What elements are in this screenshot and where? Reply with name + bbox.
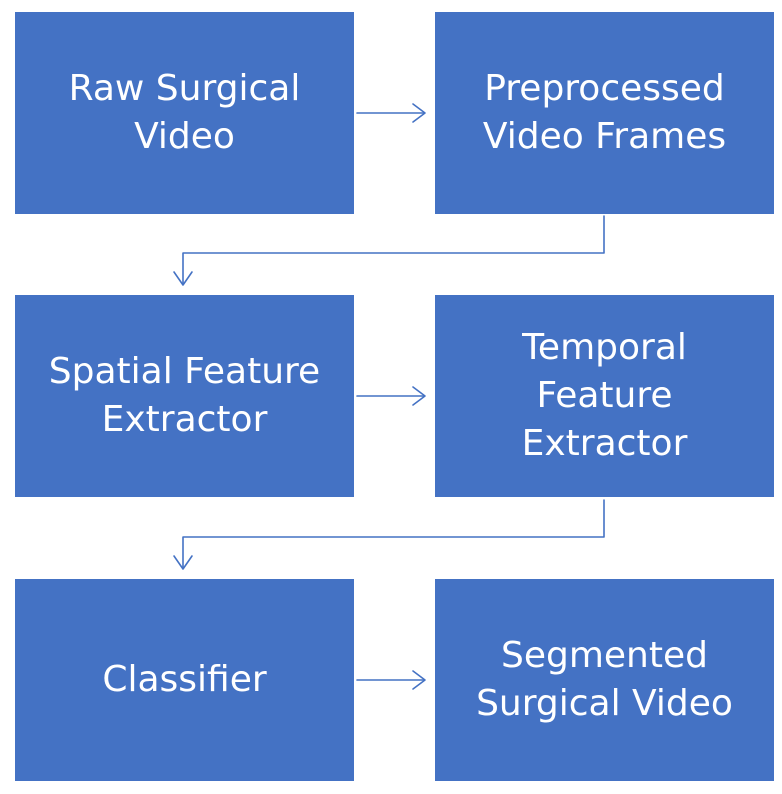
arrow-raw-to-preprocessed: [356, 103, 426, 123]
node-label: Spatial Feature Extractor: [48, 351, 321, 440]
arrow-classifier-to-segmented: [356, 670, 426, 690]
node-classifier: Classifier: [15, 579, 354, 781]
node-label: Segmented Surgical Video: [476, 635, 733, 724]
node-segmented-surgical-video: Segmented Surgical Video: [435, 579, 774, 781]
node-label: Classifier: [102, 659, 267, 700]
node-spatial-feature-extractor: Spatial Feature Extractor: [15, 295, 354, 497]
arrow-preprocessed-to-spatial: [173, 215, 605, 286]
node-label: Raw Surgical Video: [68, 68, 301, 157]
node-label: Preprocessed Video Frames: [482, 68, 727, 157]
node-label: Temporal Feature Extractor: [521, 327, 688, 464]
node-raw-surgical-video: Raw Surgical Video: [15, 12, 354, 214]
arrow-temporal-to-classifier: [173, 499, 605, 570]
arrow-spatial-to-temporal: [356, 386, 426, 406]
node-temporal-feature-extractor: Temporal Feature Extractor: [435, 295, 774, 497]
node-preprocessed-video-frames: Preprocessed Video Frames: [435, 12, 774, 214]
